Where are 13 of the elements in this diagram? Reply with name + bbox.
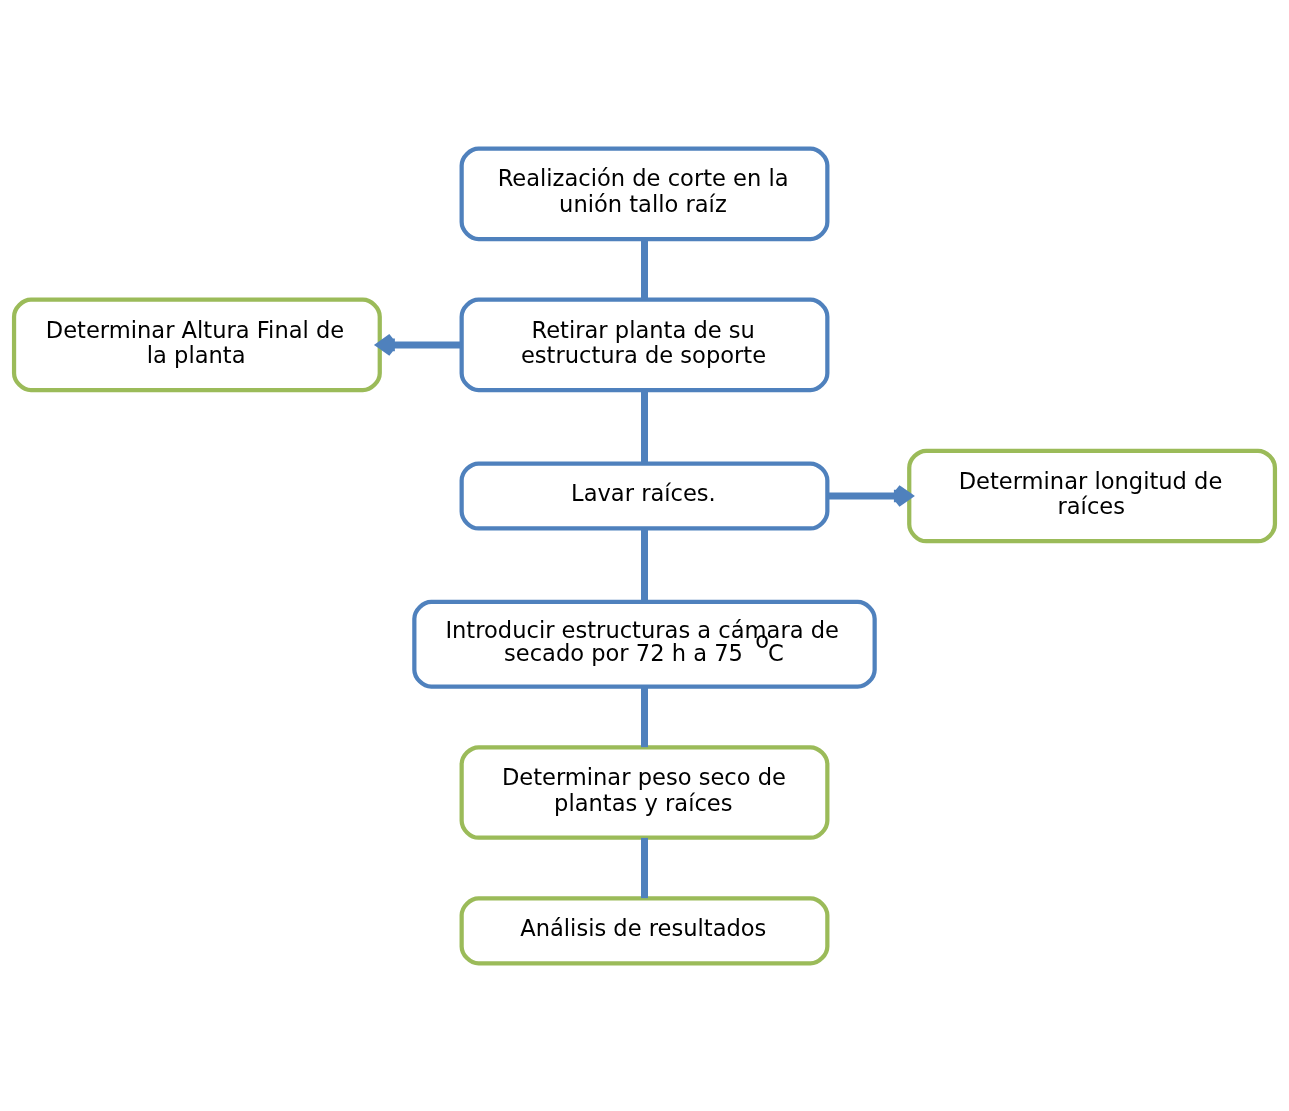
- node-box: Determinar peso seco de plantas y raíces: [459, 744, 830, 840]
- connector: [640, 389, 649, 463]
- node-box: Realización de corte en la unión tallo raíz: [459, 146, 830, 241]
- connector: [640, 528, 649, 602]
- connector: [640, 238, 649, 299]
- node-box: Análisis de resultados: [459, 895, 830, 965]
- node-box: Retirar planta de su estructura de soporte: [459, 297, 830, 392]
- arrow: [376, 332, 462, 356]
- node-box: Determinar Altura Final de la planta: [11, 297, 382, 392]
- arrow: [827, 484, 913, 507]
- node-box: Determinar longitud de raíces: [907, 448, 1278, 543]
- connector: [640, 686, 649, 747]
- node-box: Lavar raíces.: [459, 460, 830, 531]
